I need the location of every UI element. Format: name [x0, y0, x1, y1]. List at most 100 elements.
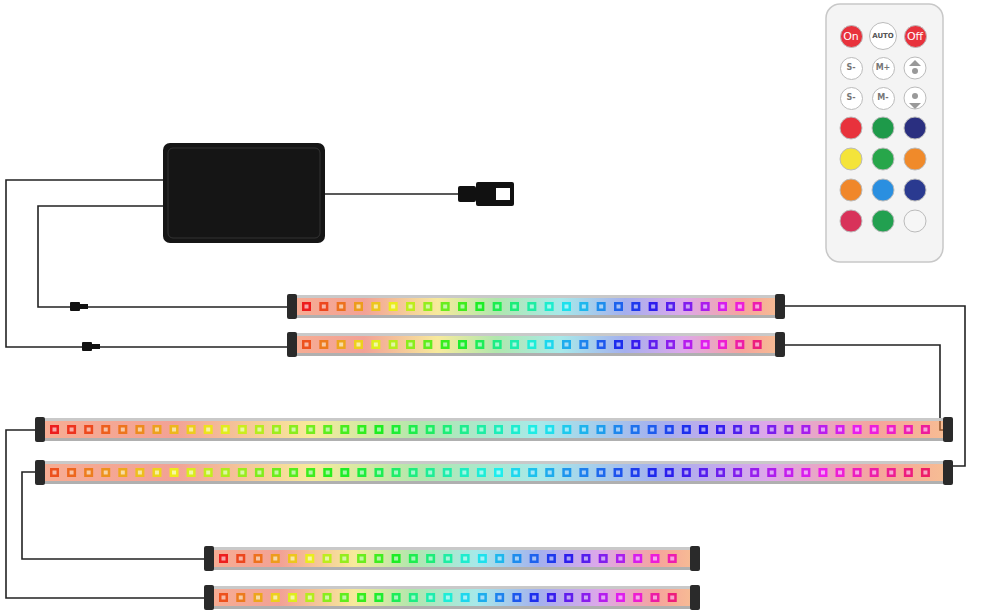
led-center [618, 557, 622, 561]
bar-top [290, 295, 782, 298]
led-center [736, 428, 740, 432]
led-chip [631, 302, 640, 311]
led-center [636, 557, 640, 561]
led-center [636, 596, 640, 600]
led-center [651, 343, 655, 347]
led-chip [510, 302, 519, 311]
led-chip [648, 468, 657, 477]
led-center [394, 428, 398, 432]
led-center [189, 428, 193, 432]
led-center [275, 471, 279, 475]
led-center [206, 428, 210, 432]
led-center [426, 305, 430, 309]
led-chip [494, 425, 503, 434]
led-chip [564, 593, 573, 602]
wire-connectors [70, 302, 100, 351]
led-chip [271, 554, 280, 563]
led-center [547, 305, 551, 309]
led-center [222, 557, 226, 561]
led-center [787, 428, 791, 432]
led-center [429, 596, 433, 600]
bar-bottom [38, 438, 950, 441]
led-center [582, 428, 586, 432]
led-chip [650, 593, 659, 602]
led-chip [718, 302, 727, 311]
led-chip [135, 425, 144, 434]
led-center [479, 471, 483, 475]
remote-button: On [840, 25, 863, 48]
led-center [446, 596, 450, 600]
led-chip [767, 425, 776, 434]
led-center [923, 471, 927, 475]
led-chip [354, 340, 363, 349]
led-chip [84, 468, 93, 477]
led-chip [614, 340, 623, 349]
led-center [479, 428, 483, 432]
led-chip [631, 425, 640, 434]
led-chip [545, 425, 554, 434]
led-center [686, 305, 690, 309]
button-label: Off [907, 31, 923, 42]
bar-bottom [290, 315, 782, 318]
led-chip [562, 302, 571, 311]
bar-top [38, 418, 950, 421]
led-chip [118, 425, 127, 434]
led-chip [187, 468, 196, 477]
bar-endcap [204, 585, 214, 610]
led-center [394, 596, 398, 600]
led-chip [547, 593, 556, 602]
led-chip [904, 425, 913, 434]
led-chip [357, 554, 366, 563]
led-chip [305, 554, 314, 563]
led-center [292, 471, 296, 475]
led-center [240, 471, 244, 475]
led-center [273, 557, 277, 561]
led-chip [340, 425, 349, 434]
led-chip [461, 593, 470, 602]
led-chip [392, 425, 401, 434]
led-chip [649, 340, 658, 349]
led-center [599, 428, 603, 432]
led-center [787, 471, 791, 475]
led-chip [409, 593, 418, 602]
bar-bottom [207, 567, 697, 570]
led-center [684, 471, 688, 475]
led-chip [836, 425, 845, 434]
led-center [428, 428, 432, 432]
led-chip [495, 593, 504, 602]
led-chip [530, 593, 539, 602]
led-chip [921, 425, 930, 434]
led-chip [67, 425, 76, 434]
color-button [904, 210, 926, 232]
color-button [872, 148, 894, 170]
led-chip [579, 302, 588, 311]
led-center [549, 596, 553, 600]
led-chip [666, 340, 675, 349]
led-chip [426, 468, 435, 477]
led-chip [579, 425, 588, 434]
led-chip [478, 593, 487, 602]
bar-bottom [290, 353, 782, 356]
led-chip [371, 340, 380, 349]
led-center [53, 471, 57, 475]
led-chip [650, 554, 659, 563]
led-chip [701, 302, 710, 311]
led-center [633, 471, 637, 475]
led-center [617, 305, 621, 309]
led-chip [750, 425, 759, 434]
led-chip [545, 302, 554, 311]
led-chip [374, 593, 383, 602]
led-chip [562, 468, 571, 477]
remote-button: S- [840, 87, 863, 110]
led-center [495, 343, 499, 347]
led-center [701, 471, 705, 475]
led-center [549, 557, 553, 561]
led-center [308, 557, 312, 561]
led-center [617, 343, 621, 347]
led-chip [323, 425, 332, 434]
led-center [821, 471, 825, 475]
led-chip [460, 425, 469, 434]
led-center [391, 343, 395, 347]
led-chip [219, 593, 228, 602]
bar-body [207, 547, 697, 570]
